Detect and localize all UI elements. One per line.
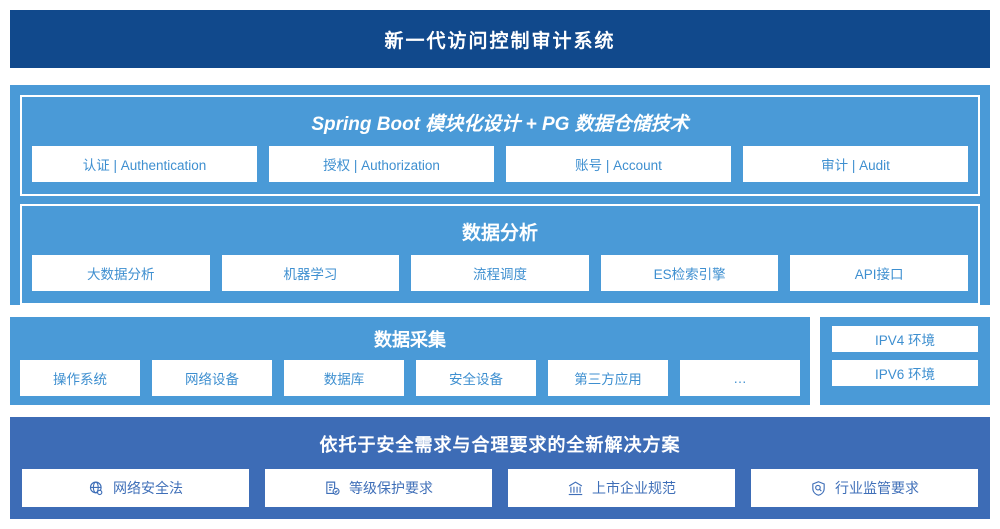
analysis-card-api[interactable]: API接口 — [790, 255, 968, 291]
analysis-card-row: 大数据分析 机器学习 流程调度 ES检索引擎 API接口 — [32, 255, 968, 291]
platform-card-row: 认证 | Authentication 授权 | Authorization 账… — [32, 146, 968, 182]
page-title: 新一代访问控制审计系统 — [384, 30, 616, 52]
card-label: 上市企业规范 — [592, 480, 676, 496]
compliance-card-row: 网络安全法 等级保护要求 — [22, 469, 978, 507]
analysis-card-bigdata[interactable]: 大数据分析 — [32, 255, 210, 291]
environment-card-ipv6[interactable]: IPV6 环境 — [832, 360, 978, 386]
document-check-icon — [324, 480, 341, 497]
collect-card-security-device[interactable]: 安全设备 — [416, 360, 536, 396]
environment-panel: IPV4 环境 IPV6 环境 — [820, 317, 990, 405]
platform-card-audit[interactable]: 审计 | Audit — [743, 146, 968, 182]
shield-search-icon — [810, 480, 827, 497]
analysis-card-es-search[interactable]: ES检索引擎 — [600, 255, 779, 291]
collect-card-os[interactable]: 操作系统 — [20, 360, 140, 396]
platform-section: Spring Boot 模块化设计 + PG 数据仓储技术 认证 | Authe… — [10, 85, 990, 305]
platform-card-account[interactable]: 账号 | Account — [506, 146, 731, 182]
platform-panel: Spring Boot 模块化设计 + PG 数据仓储技术 认证 | Authe… — [20, 95, 980, 196]
globe-icon — [88, 480, 105, 497]
analysis-card-workflow[interactable]: 流程调度 — [411, 255, 589, 291]
card-label: 安全设备 — [449, 372, 503, 387]
card-label: API接口 — [854, 267, 904, 282]
card-label: … — [733, 370, 747, 386]
collect-card-row: 操作系统 网络设备 数据库 安全设备 第三方应用 … — [20, 360, 800, 396]
card-label: 行业监管要求 — [835, 480, 919, 496]
collect-card-third-party-app[interactable]: 第三方应用 — [548, 360, 668, 396]
card-label: 大数据分析 — [87, 267, 155, 282]
card-label: 数据库 — [323, 372, 365, 387]
card-label: 授权 | Authorization — [323, 158, 440, 173]
card-label: IPV6 环境 — [874, 367, 936, 382]
card-label: 等级保护要求 — [349, 480, 433, 496]
compliance-card-level-protection[interactable]: 等级保护要求 — [265, 469, 492, 507]
platform-card-authentication[interactable]: 认证 | Authentication — [32, 146, 257, 182]
compliance-title: 依托于安全需求与合理要求的全新解决方案 — [319, 435, 681, 455]
compliance-card-listed-company[interactable]: 上市企业规范 — [508, 469, 735, 507]
card-label: 认证 | Authentication — [82, 158, 207, 173]
analysis-panel-title: 数据分析 — [461, 223, 538, 244]
header-bar: 新一代访问控制审计系统 — [10, 10, 990, 68]
platform-panel-title: Spring Boot 模块化设计 + PG 数据仓储技术 — [311, 114, 689, 135]
card-label: ES检索引擎 — [653, 267, 726, 282]
compliance-card-industry-regulation[interactable]: 行业监管要求 — [751, 469, 978, 507]
collect-panel: 数据采集 操作系统 网络设备 数据库 安全设备 第三方应用 … — [10, 317, 810, 405]
card-label: 审计 | Audit — [821, 158, 890, 173]
collection-section: 数据采集 操作系统 网络设备 数据库 安全设备 第三方应用 … — [10, 317, 990, 405]
compliance-section: 依托于安全需求与合理要求的全新解决方案 网络安全法 — [10, 417, 990, 519]
bank-icon — [567, 480, 584, 497]
collect-card-database[interactable]: 数据库 — [284, 360, 404, 396]
card-label: 第三方应用 — [574, 372, 642, 387]
collect-panel-title: 数据采集 — [374, 330, 446, 350]
collect-card-more[interactable]: … — [680, 360, 800, 396]
analysis-card-machine-learning[interactable]: 机器学习 — [221, 255, 400, 291]
card-label: 网络安全法 — [113, 480, 183, 496]
collect-card-network-device[interactable]: 网络设备 — [152, 360, 272, 396]
compliance-card-cybersecurity-law[interactable]: 网络安全法 — [22, 469, 249, 507]
card-label: 网络设备 — [185, 372, 239, 387]
platform-card-authorization[interactable]: 授权 | Authorization — [269, 146, 494, 182]
card-label: 账号 | Account — [575, 158, 662, 173]
card-label: 机器学习 — [283, 267, 338, 282]
card-label: 流程调度 — [472, 267, 527, 282]
analysis-panel: 数据分析 大数据分析 机器学习 流程调度 ES检索引擎 API接口 — [20, 204, 980, 305]
environment-card-ipv4[interactable]: IPV4 环境 — [832, 326, 978, 352]
card-label: IPV4 环境 — [874, 333, 936, 348]
card-label: 操作系统 — [53, 372, 107, 387]
